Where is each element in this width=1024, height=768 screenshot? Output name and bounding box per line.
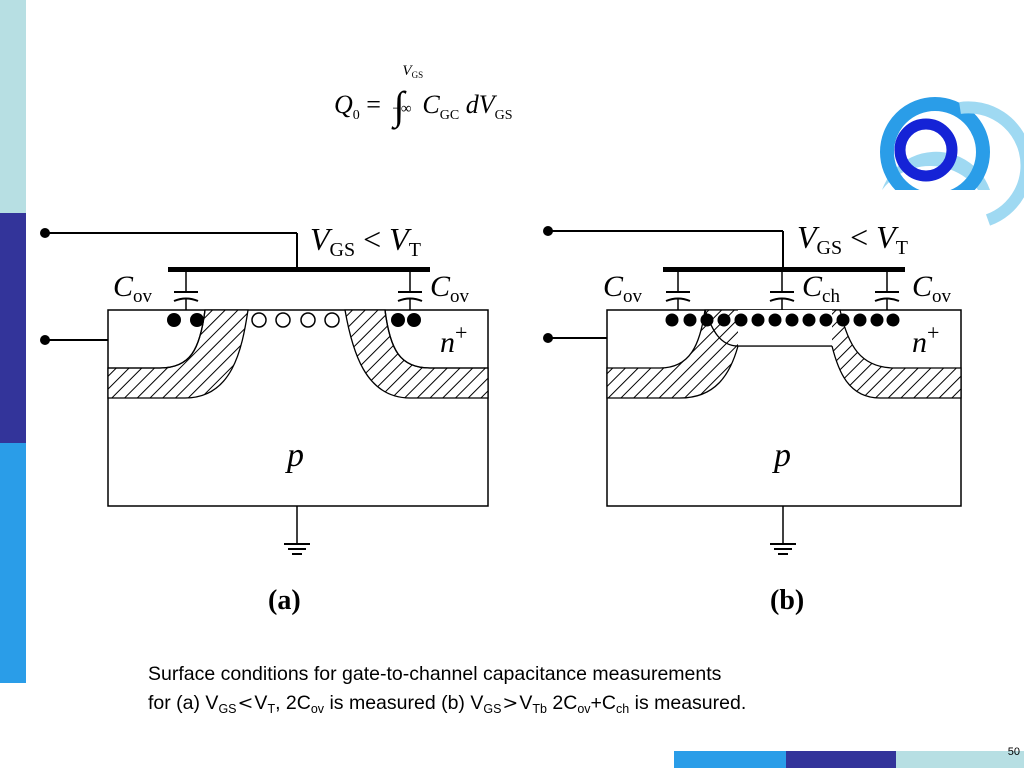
svg-text:VGS < VT: VGS < VT bbox=[797, 219, 908, 259]
page-number: 50 bbox=[1007, 746, 1020, 758]
svg-text:Cov: Cov bbox=[912, 270, 952, 307]
footer-stripe-navy bbox=[786, 751, 896, 768]
figure-caption: Surface conditions for gate-to-channel c… bbox=[148, 660, 746, 718]
gate-plate-b bbox=[663, 267, 905, 272]
sidebar-stripe-top bbox=[0, 0, 26, 213]
sidebar-stripe-middle bbox=[0, 213, 26, 443]
svg-text:p: p bbox=[772, 437, 791, 474]
svg-text:n+: n+ bbox=[912, 320, 939, 359]
svg-text:Cov: Cov bbox=[430, 270, 470, 307]
svg-text:Cch: Cch bbox=[802, 270, 840, 307]
svg-text:n+: n+ bbox=[440, 320, 467, 359]
footer-stripe-blue bbox=[674, 751, 786, 768]
logo-rings bbox=[874, 97, 1024, 230]
svg-text:Cov: Cov bbox=[603, 270, 643, 307]
sidebar-stripe-bottom bbox=[0, 443, 26, 683]
channel-electrons-b bbox=[665, 313, 900, 327]
diagram-a: VGS < VT Cov Cov n+ p (a) bbox=[40, 221, 489, 616]
substrate-a bbox=[107, 309, 489, 507]
gate-plate-a bbox=[168, 267, 430, 272]
footer-stripe-teal bbox=[896, 751, 1024, 768]
caption-line-1: Surface conditions for gate-to-channel c… bbox=[148, 663, 722, 685]
svg-text:(a): (a) bbox=[268, 585, 301, 616]
diagram-b: VGS < VT Cov Cch Cov n+ p (b) bbox=[543, 219, 962, 616]
caption-line-2: for (a) VGS<VT, 2Cov is measured (b) VGS… bbox=[148, 692, 747, 716]
svg-text:Cov: Cov bbox=[113, 270, 153, 307]
svg-text:(b): (b) bbox=[770, 585, 804, 616]
charge-integral-equation: Q0 = ∫VGS−∞CGC dVGS bbox=[334, 63, 513, 128]
svg-text:p: p bbox=[285, 437, 304, 474]
svg-text:VGS < VT: VGS < VT bbox=[310, 221, 421, 261]
